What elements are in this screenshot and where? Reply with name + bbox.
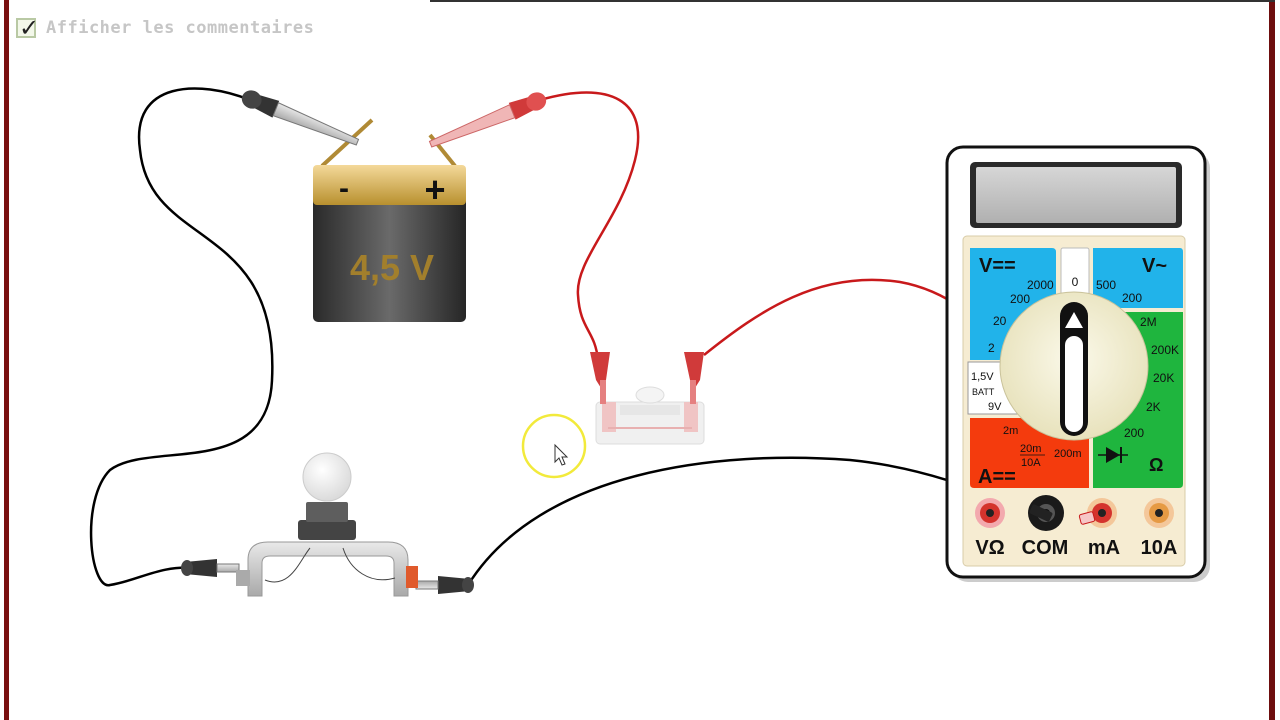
batt-label: BATT (972, 387, 995, 397)
v-dc-scale-20: 20 (993, 314, 1007, 328)
dial-pointer-icon (1065, 312, 1083, 328)
switch[interactable] (590, 352, 705, 445)
jack-v-ohm[interactable] (975, 498, 1005, 528)
jack-label-com: COM (1022, 537, 1069, 559)
ohm-scale-200: 200 (1124, 426, 1144, 440)
multimeter: V== 2000 200 20 2 0 V~ 500 200 2M 200K 2… (945, 145, 1210, 582)
show-comments-checkbox[interactable]: ✓ (16, 14, 39, 42)
a-dc-scale-10a: 10A (1021, 457, 1041, 469)
battery-cap (313, 165, 466, 205)
off-label: 0 (1072, 275, 1079, 289)
black-wire-battery-to-bulb (89, 87, 274, 587)
v-dc-scale-2000: 2000 (1027, 278, 1054, 292)
v-dc-label: V== (979, 255, 1016, 277)
red-clip-battery[interactable] (427, 89, 549, 152)
rotary-selector-dial[interactable] (999, 291, 1149, 441)
batt-scale-1-5v: 1,5V (971, 371, 994, 383)
black-probe-plug[interactable] (1029, 504, 1053, 522)
bulb[interactable] (236, 452, 418, 597)
a-dc-scale-2m: 2m (1003, 425, 1018, 437)
v-ac-scale-500: 500 (1096, 278, 1116, 292)
v-ac-label: V~ (1142, 255, 1167, 277)
black-clip-bulb-right[interactable] (415, 576, 474, 594)
cursor-highlight (521, 413, 587, 479)
battery: - + 4,5 V (313, 118, 466, 322)
batt-scale-9v: 9V (988, 401, 1002, 413)
jack-10a[interactable] (1144, 498, 1174, 528)
ohm-scale-200k: 200K (1151, 343, 1179, 357)
jack-label-v-ohm: VΩ (975, 537, 1004, 559)
ohm-scale-2m: 2M (1140, 315, 1157, 329)
battery-body (313, 196, 466, 322)
ohm-label: Ω (1149, 455, 1163, 475)
show-comments-toggle[interactable]: ✓ Afficher les commentaires (16, 14, 315, 42)
v-dc-scale-200: 200 (1010, 292, 1030, 306)
show-comments-label: Afficher les commentaires (46, 18, 315, 38)
v-ac-scale-200: 200 (1122, 291, 1142, 305)
a-dc-label: A== (978, 466, 1016, 488)
v-ac-panel[interactable] (1093, 248, 1183, 308)
black-clip-battery[interactable] (239, 87, 361, 150)
red-wire-battery-to-switch (539, 91, 640, 361)
red-probe-plug[interactable] (1078, 511, 1096, 525)
a-dc-scale-200m: 200m (1054, 448, 1082, 460)
mouse-pointer-icon (554, 443, 569, 466)
ohm-scale-20k: 20K (1153, 371, 1174, 385)
ohm-scale-2k: 2K (1146, 400, 1161, 414)
frame-left-border (4, 0, 9, 720)
frame-right-border (1269, 0, 1275, 720)
battery-voltage-label: 4,5 V (350, 247, 434, 288)
bulb-glass (302, 452, 352, 502)
black-clip-bulb-left[interactable] (181, 559, 240, 577)
diode-icon (1098, 447, 1128, 463)
v-dc-scale-2: 2 (988, 341, 995, 355)
checkmark-icon: ✓ (19, 14, 40, 42)
jack-label-ma: mA (1088, 537, 1120, 559)
frame-top-border (430, 0, 1275, 2)
jack-label-10a: 10A (1141, 537, 1178, 559)
battery-minus-label: - (339, 172, 349, 205)
battery-plus-label: + (424, 169, 445, 210)
a-dc-scale-20m: 20m (1020, 443, 1041, 455)
